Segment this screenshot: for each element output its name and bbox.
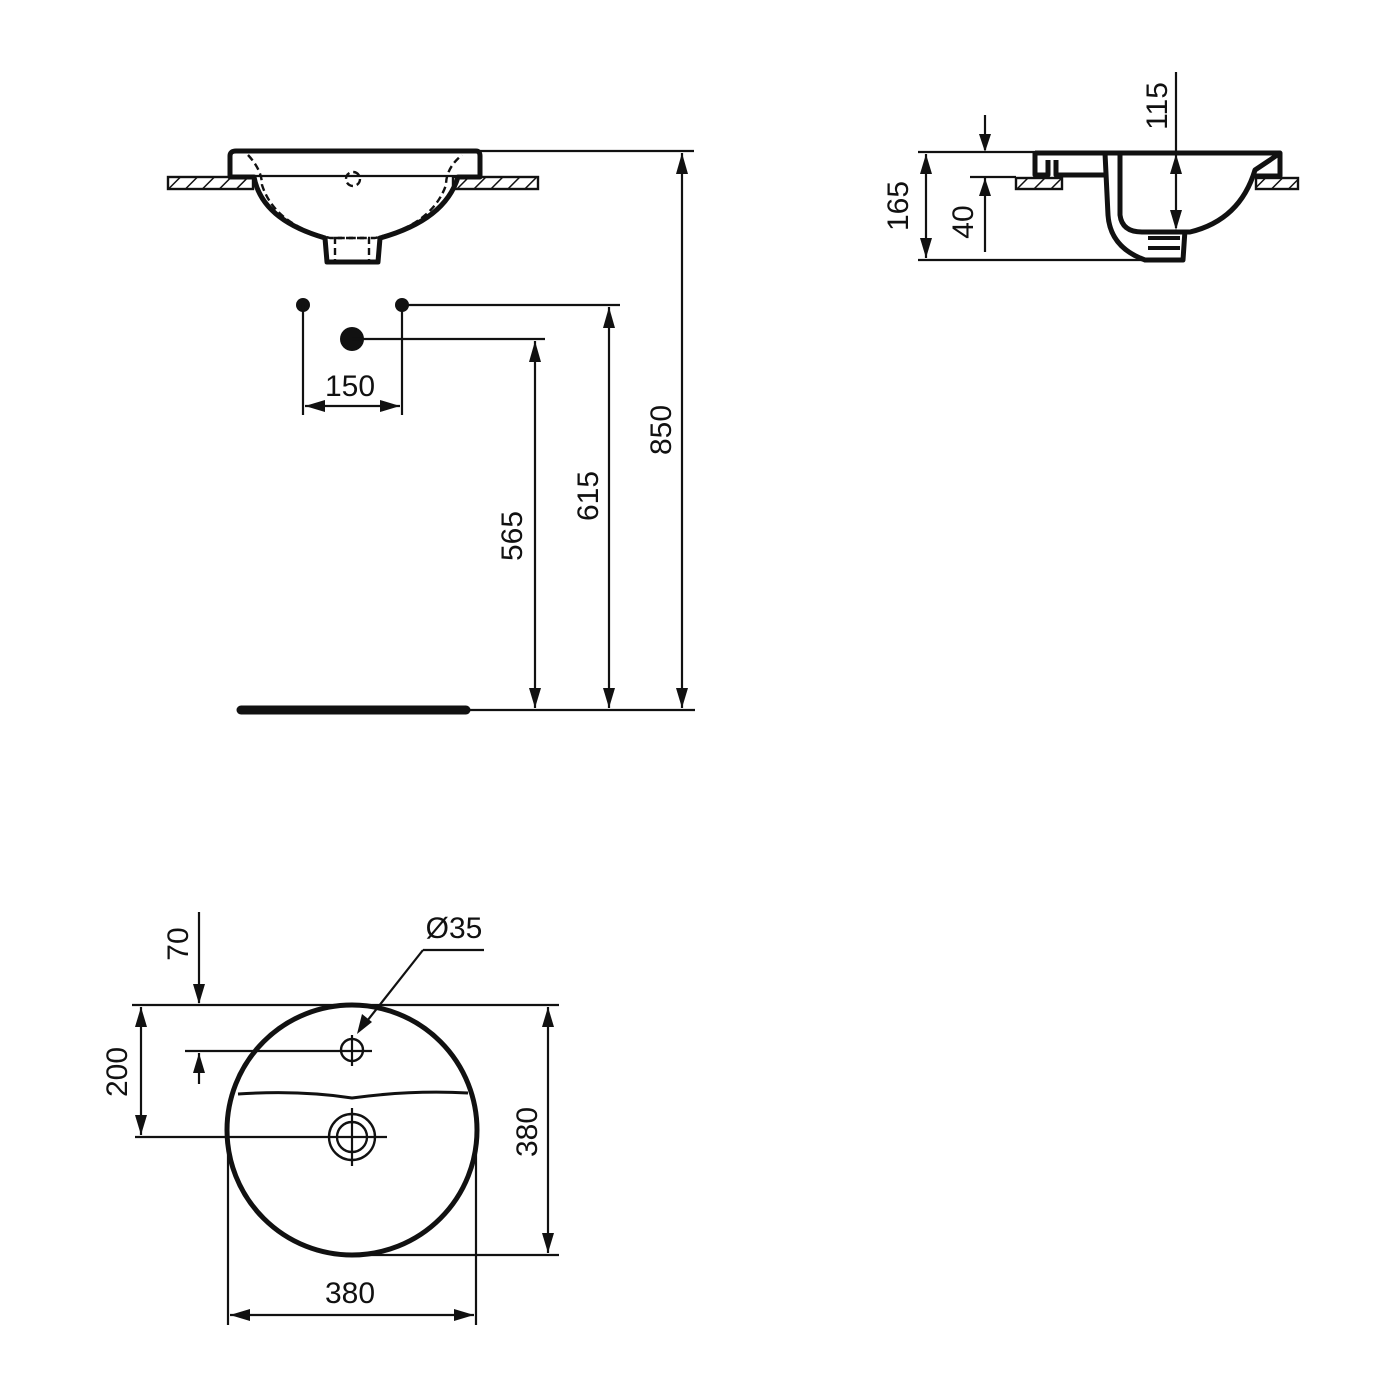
basin-front-outline <box>227 148 483 265</box>
dim-supply-height: 615 <box>572 471 605 521</box>
dim-bowl-depth: 115 <box>1141 82 1174 130</box>
counter-right <box>451 175 540 191</box>
dim-depth: 380 <box>511 1107 544 1157</box>
side-view: 165 40 115 <box>882 72 1300 263</box>
dim-tap-spacing: 150 <box>325 370 375 403</box>
dim-tap-hole-offset: 70 <box>162 927 195 960</box>
front-view: 150 565 615 850 <box>166 148 695 715</box>
dim-width: 380 <box>325 1277 375 1310</box>
overflow-slot <box>237 1090 469 1100</box>
dim-total-depth: 165 <box>882 181 915 231</box>
dim-rim-height: 850 <box>645 405 678 455</box>
overflow-hidden <box>344 170 362 188</box>
dim-waste-height: 565 <box>496 511 529 561</box>
dim-waste-offset: 200 <box>101 1047 134 1097</box>
dim-rim-above-counter: 40 <box>947 205 980 238</box>
basin-inner-hidden <box>247 154 463 240</box>
dim-tap-hole-diameter: Ø35 <box>426 912 483 945</box>
plan-view: 70 200 380 380 Ø35 <box>101 912 559 1325</box>
